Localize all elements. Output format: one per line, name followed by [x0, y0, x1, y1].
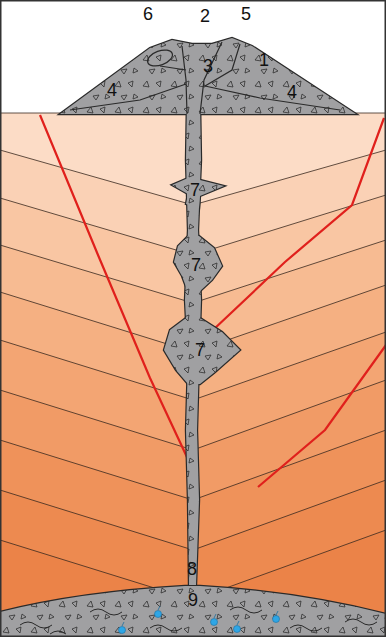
callout-number: 9: [188, 591, 198, 609]
callout-number: 5: [241, 5, 251, 23]
callout-number: 4: [287, 83, 297, 101]
callout-number: 3: [203, 57, 213, 75]
callout-number: 2: [200, 7, 210, 25]
callout-number: 7: [191, 256, 201, 274]
callout-number: 8: [187, 560, 197, 578]
callout-number: 1: [259, 51, 269, 69]
callout-number: 6: [143, 5, 153, 23]
callout-number: 7: [195, 341, 205, 359]
callout-number: 4: [107, 81, 117, 99]
callout-number: 7: [190, 181, 200, 199]
